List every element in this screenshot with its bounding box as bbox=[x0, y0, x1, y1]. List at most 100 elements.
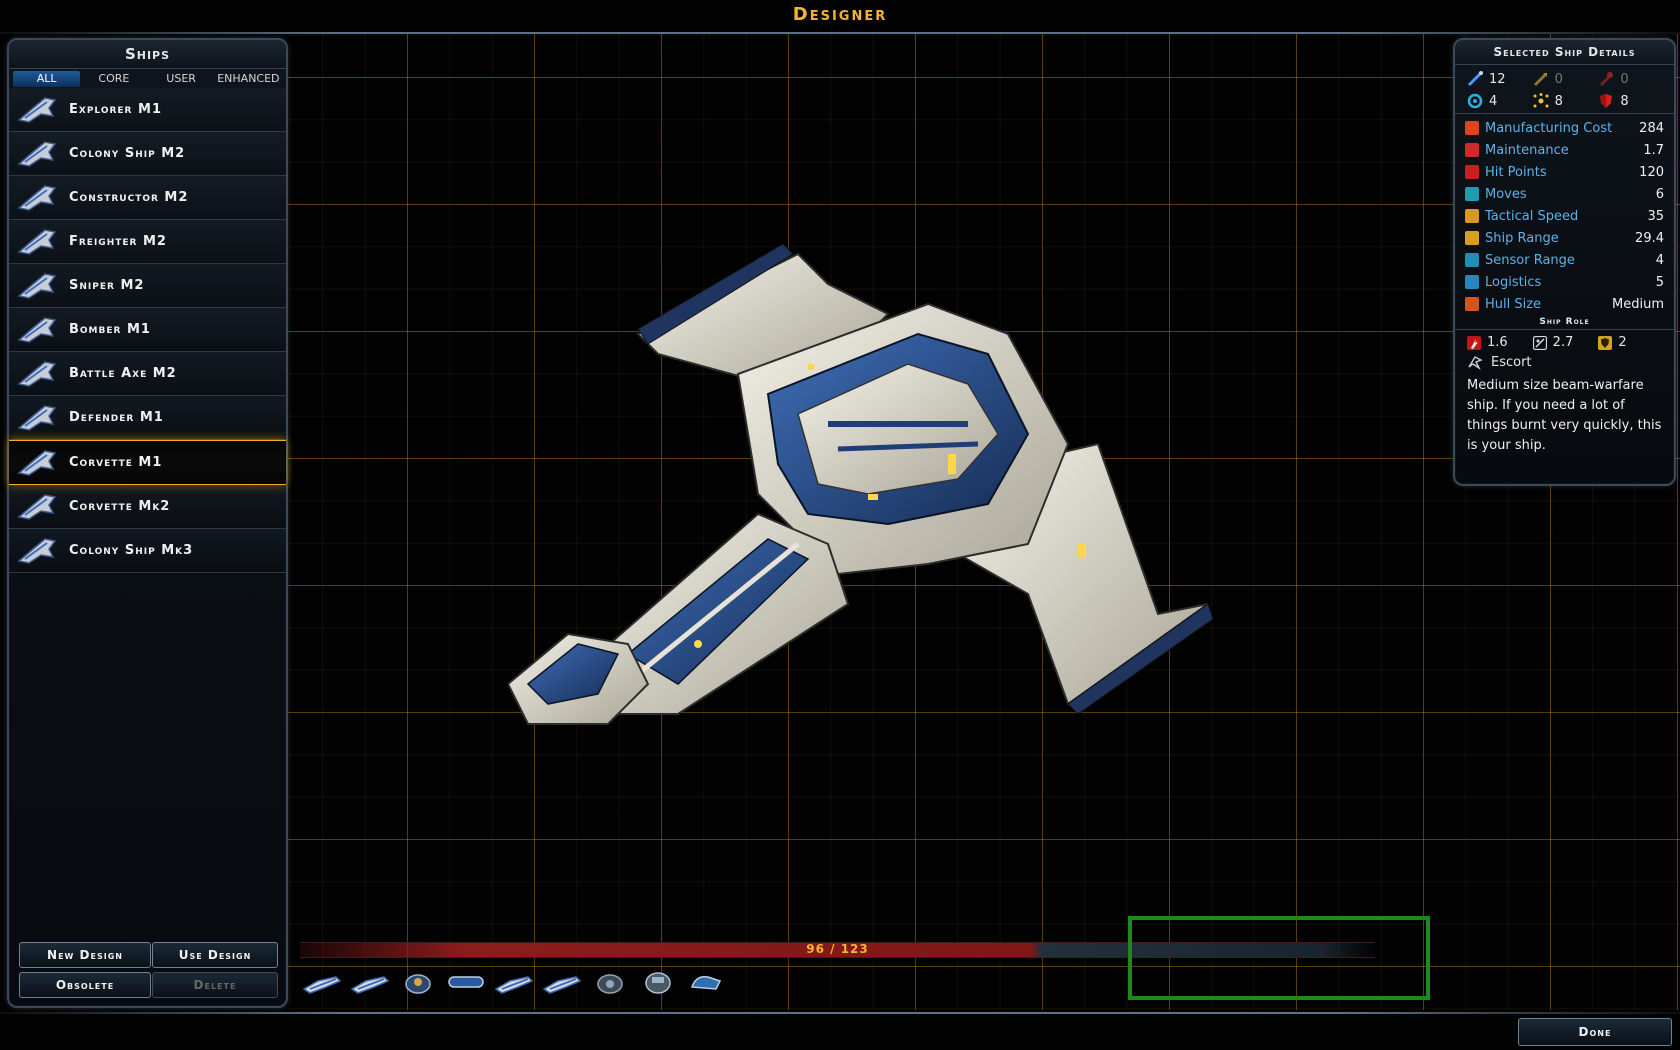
new-design-button[interactable]: New Design bbox=[19, 942, 151, 968]
ship-model-3d[interactable] bbox=[508, 244, 1228, 764]
beam-weapon-icon bbox=[1467, 71, 1483, 87]
highlight-frame bbox=[1128, 916, 1430, 1000]
stat-row: Maintenance 1.7 bbox=[1465, 139, 1664, 161]
ship-list-item[interactable]: Constructor M2 bbox=[9, 176, 286, 220]
tab-core[interactable]: CORE bbox=[98, 72, 130, 85]
armor-module-icon[interactable] bbox=[590, 967, 630, 997]
engine-module-icon[interactable] bbox=[446, 967, 486, 997]
ship-thumbnail-icon bbox=[17, 316, 57, 343]
ship-list-item[interactable]: Bomber M1 bbox=[9, 308, 286, 352]
details-panel-title: Selected Ship Details bbox=[1455, 40, 1674, 65]
armor-defense-stat: 8 bbox=[1598, 91, 1664, 111]
ship-range-icon bbox=[1465, 231, 1479, 245]
kinetic-weapon-icon bbox=[1600, 72, 1614, 87]
ship-thumbnail-icon bbox=[17, 140, 57, 167]
ship-list-item[interactable]: Corvette Mk2 bbox=[9, 485, 286, 529]
shield-module-icon[interactable] bbox=[398, 967, 438, 997]
shield-defense-stat: 4 bbox=[1467, 91, 1533, 111]
ships-panel: Ships ALL CORE USER ENHANCED Explorer M1… bbox=[7, 38, 288, 1008]
sensor-range-icon bbox=[1465, 253, 1479, 267]
tab-user[interactable]: USER bbox=[166, 72, 196, 85]
tab-enhanced[interactable]: ENHANCED bbox=[217, 72, 280, 85]
stat-value: 1.7 bbox=[1643, 142, 1664, 158]
stat-value: 120 bbox=[1639, 164, 1664, 180]
obsolete-button[interactable]: Obsolete bbox=[19, 972, 151, 998]
beam-weapon-icon[interactable] bbox=[542, 967, 582, 997]
ship-list-item-label: Defender M1 bbox=[69, 410, 164, 425]
ship-list-item[interactable]: Explorer M1 bbox=[9, 88, 286, 132]
stat-value: Medium bbox=[1612, 296, 1664, 312]
stat-value: 5 bbox=[1655, 274, 1664, 290]
stat-label: Ship Range bbox=[1485, 230, 1559, 246]
done-button[interactable]: Done bbox=[1518, 1018, 1672, 1046]
ship-role: Escort bbox=[1455, 350, 1674, 374]
point-defense-module-icon[interactable] bbox=[638, 967, 678, 997]
stat-row: Hit Points 120 bbox=[1465, 161, 1664, 183]
ship-list-item-label: Sniper M2 bbox=[69, 278, 145, 293]
top-divider bbox=[0, 32, 1680, 34]
ship-thumbnail-icon bbox=[17, 272, 57, 299]
use-design-button[interactable]: Use Design bbox=[152, 942, 278, 968]
missile-weapon-stat: 0 bbox=[1533, 69, 1599, 89]
ship-list-item-label: Corvette M1 bbox=[69, 455, 163, 470]
ship-role-stats: 1.6 2.7 2 bbox=[1455, 330, 1674, 350]
ship-list-item-label: Freighter M2 bbox=[69, 234, 167, 249]
ship-thumbnail-icon bbox=[17, 537, 57, 564]
attack-rating: 1.6 bbox=[1467, 335, 1533, 350]
capacity-readout: 96 / 123 bbox=[806, 942, 869, 956]
ship-list-item[interactable]: Colony Ship M2 bbox=[9, 132, 286, 176]
ship-preview-viewport[interactable] bbox=[288, 34, 1680, 1010]
ship-thumbnail-icon bbox=[17, 184, 57, 211]
attack-role-icon bbox=[1467, 335, 1481, 350]
stat-value: 35 bbox=[1647, 208, 1664, 224]
ship-list-item[interactable]: Defender M1 bbox=[9, 396, 286, 440]
ship-list-item[interactable]: Corvette M1 bbox=[9, 440, 286, 485]
escort-role-icon bbox=[1468, 356, 1483, 370]
installed-modules bbox=[302, 967, 734, 997]
beam-weapon-icon[interactable] bbox=[494, 967, 534, 997]
beam-weapon-icon[interactable] bbox=[302, 967, 342, 997]
weapon-defense-summary: 12 0 0 4 8 8 bbox=[1455, 65, 1674, 114]
beam-weapon-stat: 12 bbox=[1467, 69, 1533, 89]
ship-list-item[interactable]: Battle Axe M2 bbox=[9, 352, 286, 396]
ship-thumbnail-icon bbox=[17, 228, 57, 255]
bottom-divider bbox=[0, 1012, 1680, 1014]
hull-size-icon bbox=[1465, 297, 1479, 311]
kinetic-weapon-stat: 0 bbox=[1598, 69, 1664, 89]
manufacturing-cost-icon bbox=[1465, 121, 1479, 135]
point-defense-stat: 8 bbox=[1533, 91, 1599, 111]
stat-label: Maintenance bbox=[1485, 142, 1569, 158]
ship-list-item-label: Constructor M2 bbox=[69, 190, 189, 205]
beam-weapon-icon[interactable] bbox=[350, 967, 390, 997]
ship-list-item-label: Battle Axe M2 bbox=[69, 366, 177, 381]
window-title: Designer bbox=[792, 4, 888, 25]
maintenance-icon bbox=[1465, 143, 1479, 157]
delete-button[interactable]: Delete bbox=[152, 972, 278, 998]
ship-list-item-label: Bomber M1 bbox=[69, 322, 151, 337]
hit-points-icon bbox=[1465, 165, 1479, 179]
ship-filter-tabs: ALL CORE USER ENHANCED bbox=[13, 71, 282, 87]
ship-thumbnail-icon bbox=[17, 360, 57, 387]
defense-rating: 2 bbox=[1598, 335, 1664, 350]
ship-list-item-label: Corvette Mk2 bbox=[69, 499, 171, 514]
ship-role-title: Ship Role bbox=[1455, 317, 1674, 330]
ship-thumbnail-icon bbox=[17, 493, 57, 520]
ship-list-item[interactable]: Colony Ship Mk3 bbox=[9, 529, 286, 573]
stat-value: 284 bbox=[1639, 120, 1664, 136]
armor-shield-icon bbox=[1600, 94, 1613, 108]
ship-list-item[interactable]: Freighter M2 bbox=[9, 220, 286, 264]
ship-thumbnail-icon bbox=[17, 404, 57, 431]
stat-label: Hit Points bbox=[1485, 164, 1547, 180]
ship-list-item-label: Colony Ship Mk3 bbox=[69, 543, 194, 558]
tab-all[interactable]: ALL bbox=[13, 71, 81, 87]
life-support-module-icon[interactable] bbox=[686, 967, 726, 997]
ships-panel-title: Ships bbox=[9, 40, 286, 69]
point-defense-icon bbox=[1533, 93, 1549, 108]
ship-list-item[interactable]: Sniper M2 bbox=[9, 264, 286, 308]
